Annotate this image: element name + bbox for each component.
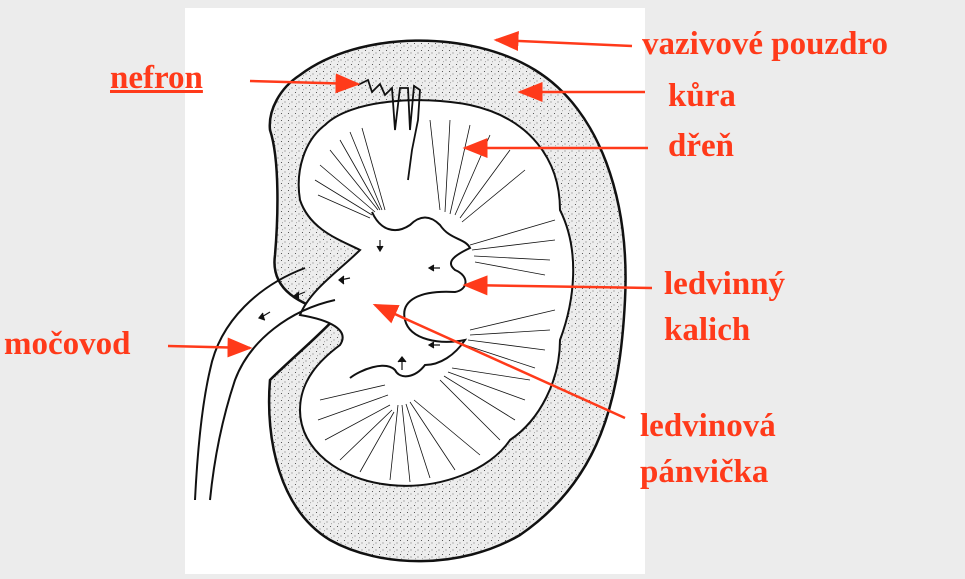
nephron-drawing bbox=[357, 78, 421, 181]
pointer-pelvis bbox=[372, 303, 626, 420]
ureter-inner-line bbox=[209, 299, 336, 501]
pyramid-lower-middle bbox=[389, 399, 481, 483]
label-pelvis-line1: ledvinová bbox=[640, 408, 776, 444]
flow-arrow-2 bbox=[427, 264, 440, 272]
flow-arrow-1 bbox=[376, 240, 384, 253]
label-calyx-line1: ledvinný bbox=[664, 266, 786, 302]
label-cortex: kůra bbox=[668, 78, 736, 114]
flow-arrow-3 bbox=[338, 275, 351, 285]
label-capsule: vazivové pouzdro bbox=[642, 26, 888, 62]
ureter-outer-line bbox=[194, 267, 306, 501]
pointer-capsule bbox=[493, 31, 633, 51]
pointer-nephron bbox=[249, 73, 361, 94]
label-pelvis-line2: pánvička bbox=[640, 454, 769, 490]
label-ureter: močovod bbox=[4, 326, 131, 362]
label-medulla: dřeň bbox=[668, 128, 734, 164]
pointer-calyx bbox=[462, 275, 653, 296]
pyramid-lower-left bbox=[317, 384, 395, 473]
flow-arrows bbox=[257, 240, 440, 370]
pyramid-upper-middle bbox=[429, 119, 526, 223]
flow-arrow-7 bbox=[257, 311, 271, 321]
flow-arrow-5 bbox=[397, 356, 407, 370]
renal-pelvis-outline bbox=[349, 211, 472, 379]
pointer-ureter bbox=[167, 337, 253, 358]
label-nephron: nefron bbox=[110, 60, 203, 96]
pyramid-lower-right bbox=[439, 367, 531, 441]
pyramid-upper-left bbox=[314, 127, 386, 219]
flow-arrow-4 bbox=[293, 291, 306, 301]
pyramid-right-upper bbox=[469, 219, 556, 276]
flow-arrow-6 bbox=[427, 341, 440, 349]
renal-pyramids bbox=[314, 119, 556, 483]
pointer-lines bbox=[167, 31, 653, 420]
label-calyx-line2: kalich bbox=[664, 312, 751, 348]
pyramid-right-lower bbox=[464, 309, 556, 369]
